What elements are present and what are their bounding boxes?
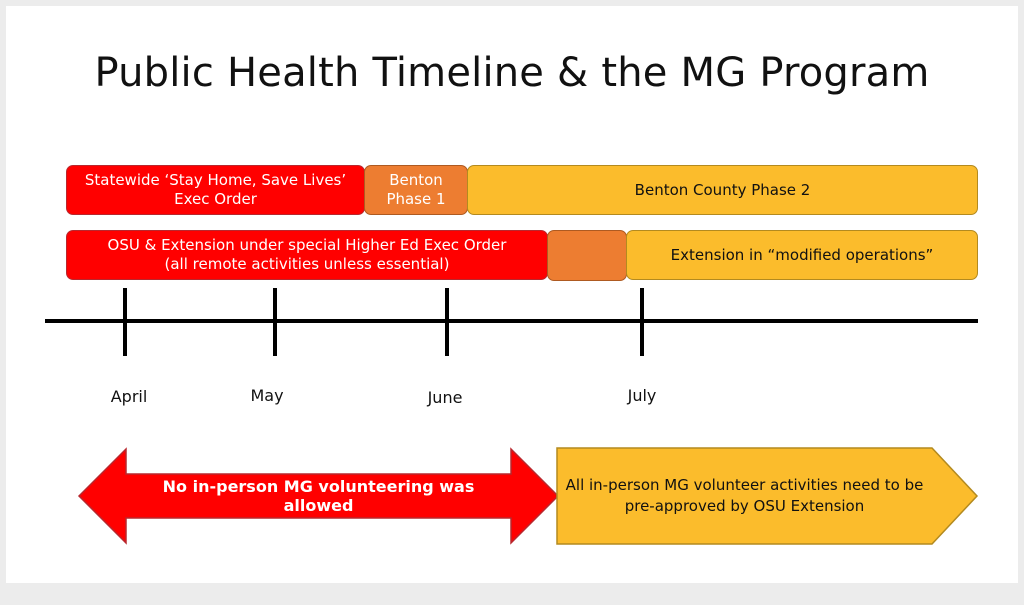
bar-stay-home-line2: Exec Order [174,190,257,208]
bar-benton-phase1-line2: Phase 1 [386,190,446,208]
month-label-june: June [427,388,463,407]
bar-benton-phase1-line1: Benton [389,171,443,189]
pre-approved-line2: pre-approved by OSU Extension [624,497,865,515]
bar-transition [547,230,627,281]
bar-osu-exec-order-line2: (all remote activities unless essential) [164,255,450,273]
bar-osu-exec-order: OSU & Extension under special Higher Ed … [66,230,548,280]
bar-benton-phase2: Benton County Phase 2 [467,165,978,215]
bar-benton-phase1: Benton Phase 1 [364,165,468,215]
pre-approved-text: All in-person MG volunteer activities ne… [557,448,932,544]
bar-modified-ops-label: Extension in “modified operations” [670,245,934,264]
bar-stay-home-line1: Statewide ‘Stay Home, Save Lives’ [84,171,347,189]
bar-stay-home: Statewide ‘Stay Home, Save Lives’ Exec O… [66,165,365,215]
bar-modified-ops: Extension in “modified operations” [626,230,978,280]
page-title: Public Health Timeline & the MG Program [94,50,930,96]
month-label-may: May [250,386,284,405]
pre-approved-arrow [556,447,979,545]
pre-approved-line1: All in-person MG volunteer activities ne… [565,476,924,494]
bar-benton-phase2-label: Benton County Phase 2 [634,180,811,199]
no-volunteering-text: No in-person MG volunteering was allowed [162,477,475,515]
month-label-april: April [110,387,148,406]
bar-osu-exec-order-line1: OSU & Extension under special Higher Ed … [107,236,507,254]
month-label-july: July [627,386,657,405]
